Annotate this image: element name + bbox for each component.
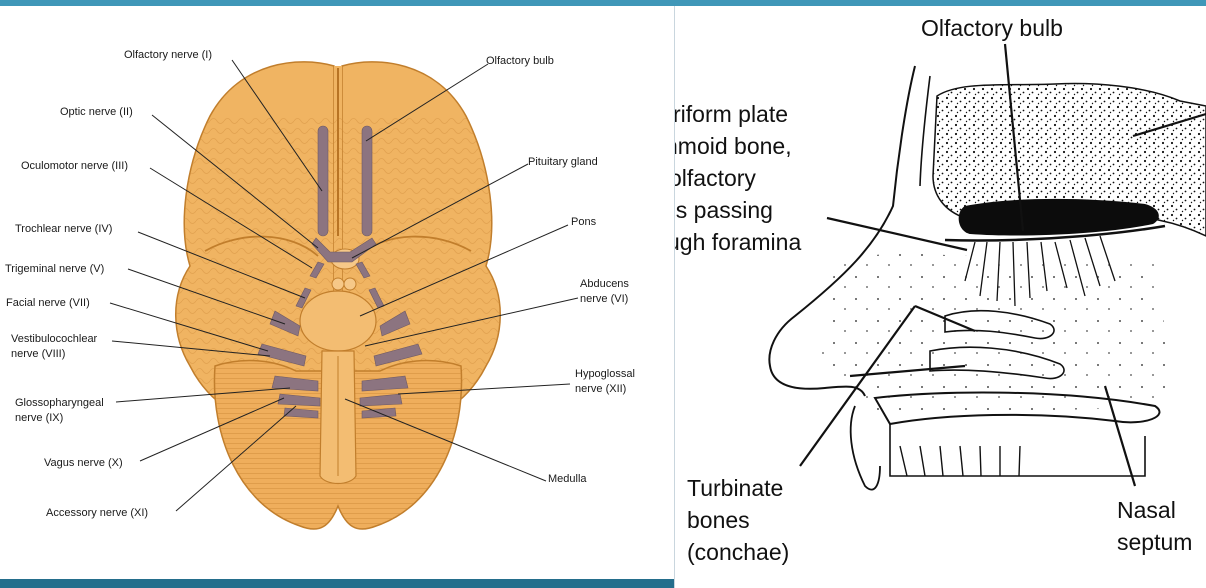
label-facial-nerve: Facial nerve (VII) bbox=[6, 297, 90, 309]
label-pituitary-gland: Pituitary gland bbox=[528, 156, 598, 168]
nasal-diagram: Olfactory bulb riform plate hmoid bone, … bbox=[675, 6, 1206, 588]
label-nasal-line2: septum bbox=[1117, 529, 1192, 555]
label-olfactory-bulb: Olfactory bulb bbox=[486, 55, 554, 67]
label-medulla: Medulla bbox=[548, 473, 587, 485]
label-cribriform-line4: es passing bbox=[675, 197, 773, 223]
olfactory-bulb-shape bbox=[959, 199, 1159, 236]
label-olfactory-nerve: Olfactory nerve (I) bbox=[124, 49, 212, 61]
label-abducens-line1: Abducens bbox=[580, 278, 629, 290]
bottom-accent-bar bbox=[0, 579, 675, 588]
teeth bbox=[900, 446, 1020, 476]
label-turbinate-line2: bones bbox=[687, 507, 750, 533]
brain-cranial-nerves-figure: Olfactory nerve (I) Olfactory bulb Optic… bbox=[0, 6, 674, 579]
olfactory-tract-right bbox=[362, 126, 372, 236]
nasal-cavity-figure: Olfactory bulb riform plate hmoid bone, … bbox=[675, 6, 1206, 588]
label-accessory-nerve: Accessory nerve (XI) bbox=[46, 507, 148, 519]
label-optic-nerve: Optic nerve (II) bbox=[60, 106, 133, 118]
label-oculomotor-nerve: Oculomotor nerve (III) bbox=[21, 160, 128, 172]
brain-diagram: Olfactory nerve (I) Olfactory bulb Optic… bbox=[0, 6, 674, 579]
label-hypoglossal-line1: Hypoglossal bbox=[575, 368, 635, 380]
label-vestibulocochlear-line1: Vestibulocochlear bbox=[11, 333, 98, 345]
olfactory-tract-left bbox=[318, 126, 328, 236]
label-cribriform-line3: olfactory bbox=[675, 165, 756, 191]
pons bbox=[300, 291, 376, 351]
brain-illustration bbox=[176, 62, 501, 529]
label-hypoglossal-line2: nerve (XII) bbox=[575, 383, 626, 395]
label-pons: Pons bbox=[571, 216, 597, 228]
label-nasal-line1: Nasal bbox=[1117, 497, 1176, 523]
label-trochlear-nerve: Trochlear nerve (IV) bbox=[15, 223, 112, 235]
label-olfactory-bulb-right: Olfactory bulb bbox=[921, 15, 1063, 41]
label-vestibulocochlear-line2: nerve (VIII) bbox=[11, 348, 65, 360]
nasal-illustration bbox=[769, 66, 1206, 490]
label-vagus-nerve: Vagus nerve (X) bbox=[44, 457, 123, 469]
label-cribriform-line5: ugh foramina bbox=[675, 229, 801, 255]
label-glossopharyngeal-line2: nerve (IX) bbox=[15, 412, 63, 424]
label-glossopharyngeal-line1: Glossopharyngeal bbox=[15, 397, 104, 409]
label-cribriform-line2: hmoid bone, bbox=[675, 133, 792, 159]
label-trigeminal-nerve: Trigeminal nerve (V) bbox=[5, 263, 104, 275]
label-turbinate-line3: (conchae) bbox=[687, 539, 789, 565]
label-abducens-line2: nerve (VI) bbox=[580, 293, 628, 305]
label-turbinate-line1: Turbinate bbox=[687, 475, 783, 501]
label-cribriform-line1: riform plate bbox=[675, 101, 788, 127]
